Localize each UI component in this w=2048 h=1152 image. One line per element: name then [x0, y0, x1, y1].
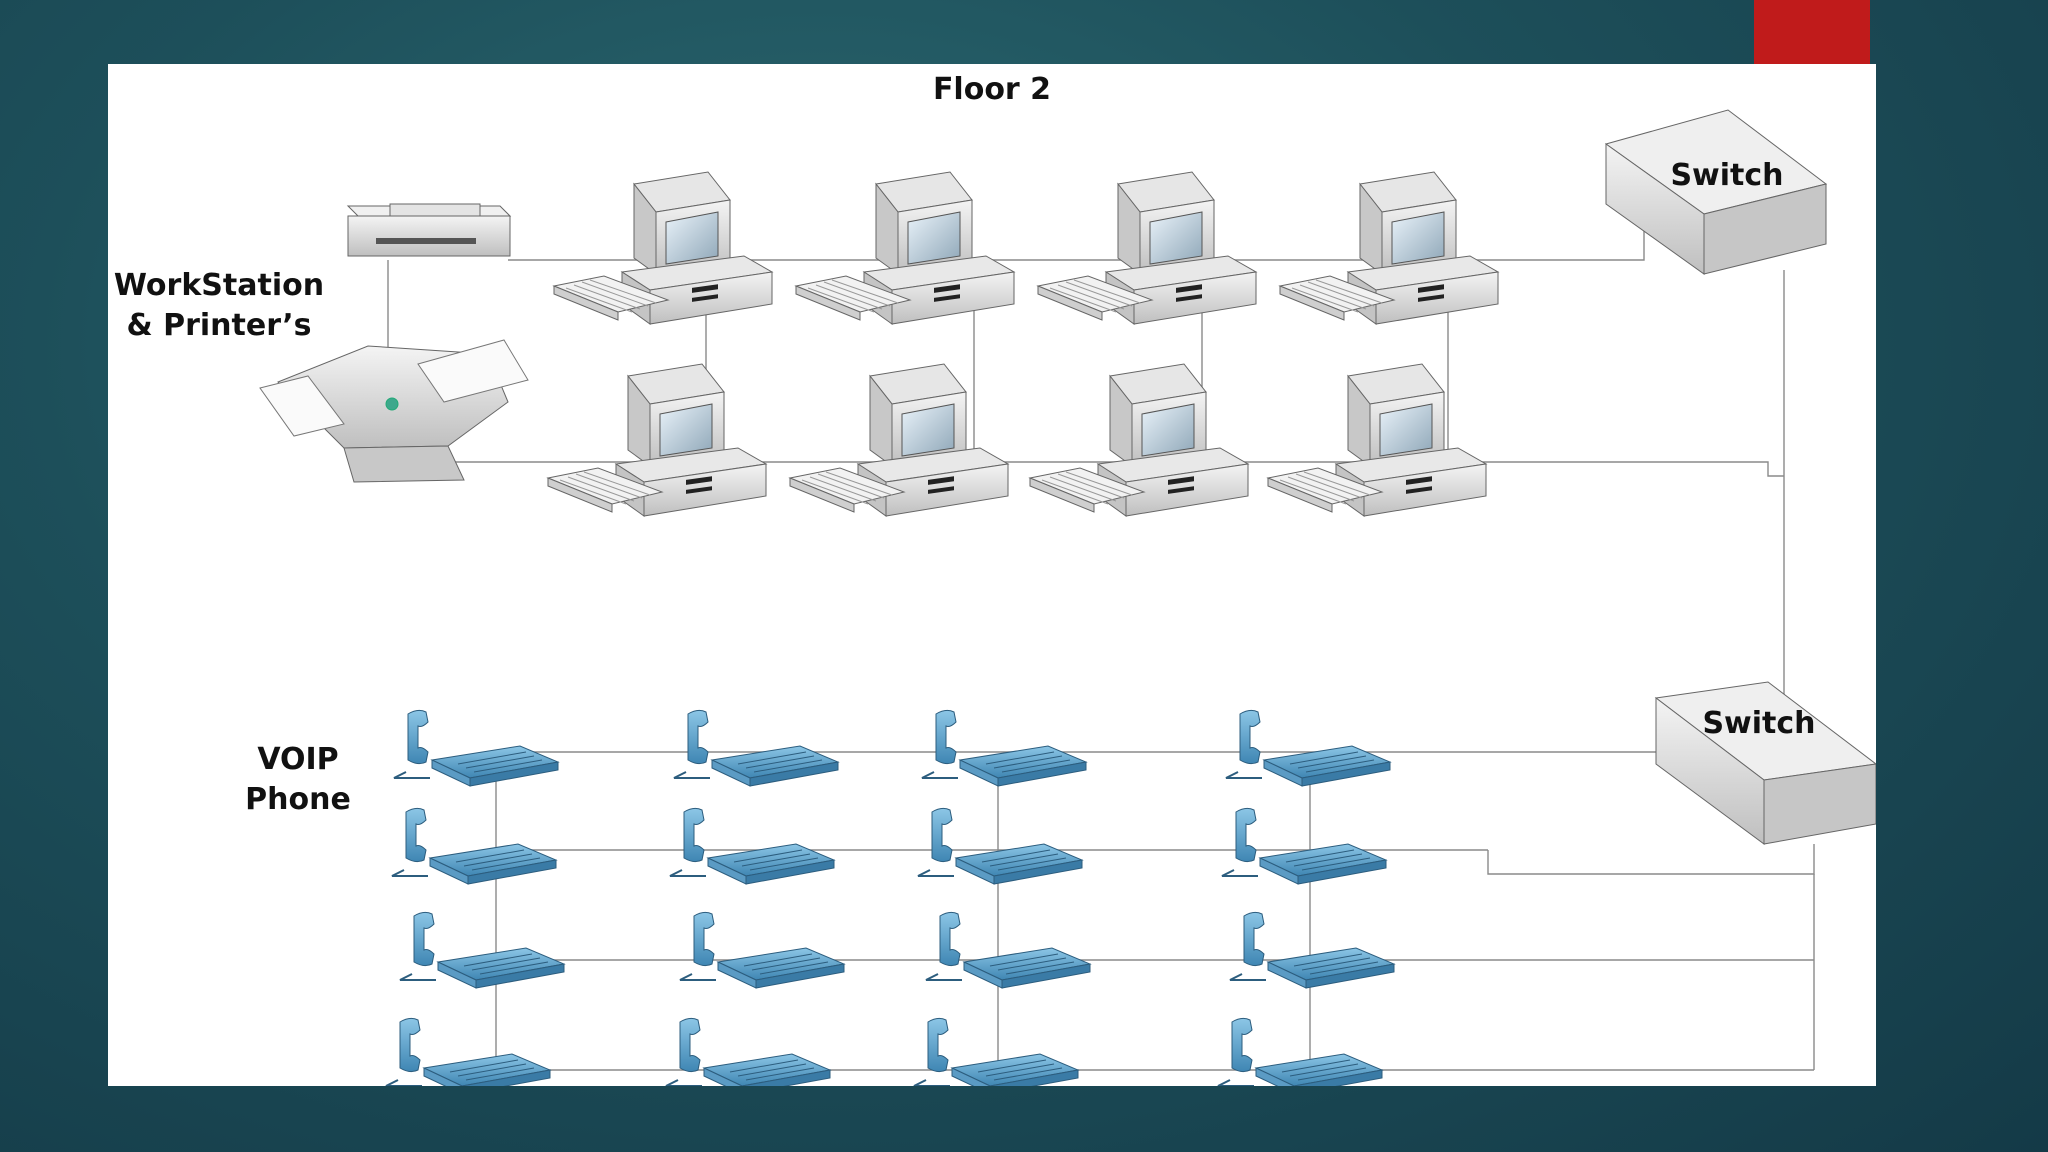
voip-phone-icon	[1225, 709, 1391, 787]
workstation-icon	[553, 171, 773, 325]
workstation-icon	[789, 363, 1009, 517]
workstation-icon	[1037, 171, 1257, 325]
voip-label-line2: Phone	[245, 782, 351, 817]
switch-top-label: Switch	[1670, 158, 1784, 193]
voip-phone-icon	[673, 709, 839, 787]
switch-bottom-label: Switch	[1702, 706, 1816, 741]
diagram-slide: Floor 2 WorkStation & Printer’s VOIP Pho…	[108, 64, 1876, 1086]
switch-top-icon	[1604, 109, 1828, 275]
voip-phone-icon	[1217, 1017, 1383, 1086]
voip-phone-label: VOIP Phone	[218, 740, 378, 820]
voip-phone-icon	[913, 1017, 1079, 1086]
voip-phone-icon	[391, 807, 557, 885]
voip-phone-icon	[925, 911, 1091, 989]
workstation-label-line2: & Printer’s	[126, 308, 312, 343]
workstation-label-line1: WorkStation	[113, 268, 325, 303]
network-diagram	[259, 109, 1876, 1086]
workstation-icon	[1267, 363, 1487, 517]
workstation-icon	[795, 171, 1015, 325]
workstation-icon	[547, 363, 767, 517]
voip-phone-icon	[385, 1017, 551, 1086]
accent-block	[1754, 0, 1870, 64]
voip-label-line1: VOIP	[257, 742, 339, 777]
voip-phone-icon	[1221, 807, 1387, 885]
diagram-title: Floor 2	[932, 72, 1052, 107]
large-printer-icon	[259, 339, 529, 483]
voip-phone-icon	[393, 709, 559, 787]
voip-phone-icon	[679, 911, 845, 989]
printer-icon	[346, 203, 512, 257]
connection-lines	[387, 222, 1815, 1071]
voip-phone-icon	[665, 1017, 831, 1086]
voip-phone-icon	[669, 807, 835, 885]
voip-phone-icon	[1229, 911, 1395, 989]
workstation-printer-label: WorkStation & Printer’s	[108, 266, 330, 346]
workstation-icon	[1279, 171, 1499, 325]
voip-phone-icon	[921, 709, 1087, 787]
voip-phone-icon	[399, 911, 565, 989]
switch-bottom-icon	[1654, 681, 1876, 845]
voip-phone-icon	[917, 807, 1083, 885]
workstation-icon	[1029, 363, 1249, 517]
